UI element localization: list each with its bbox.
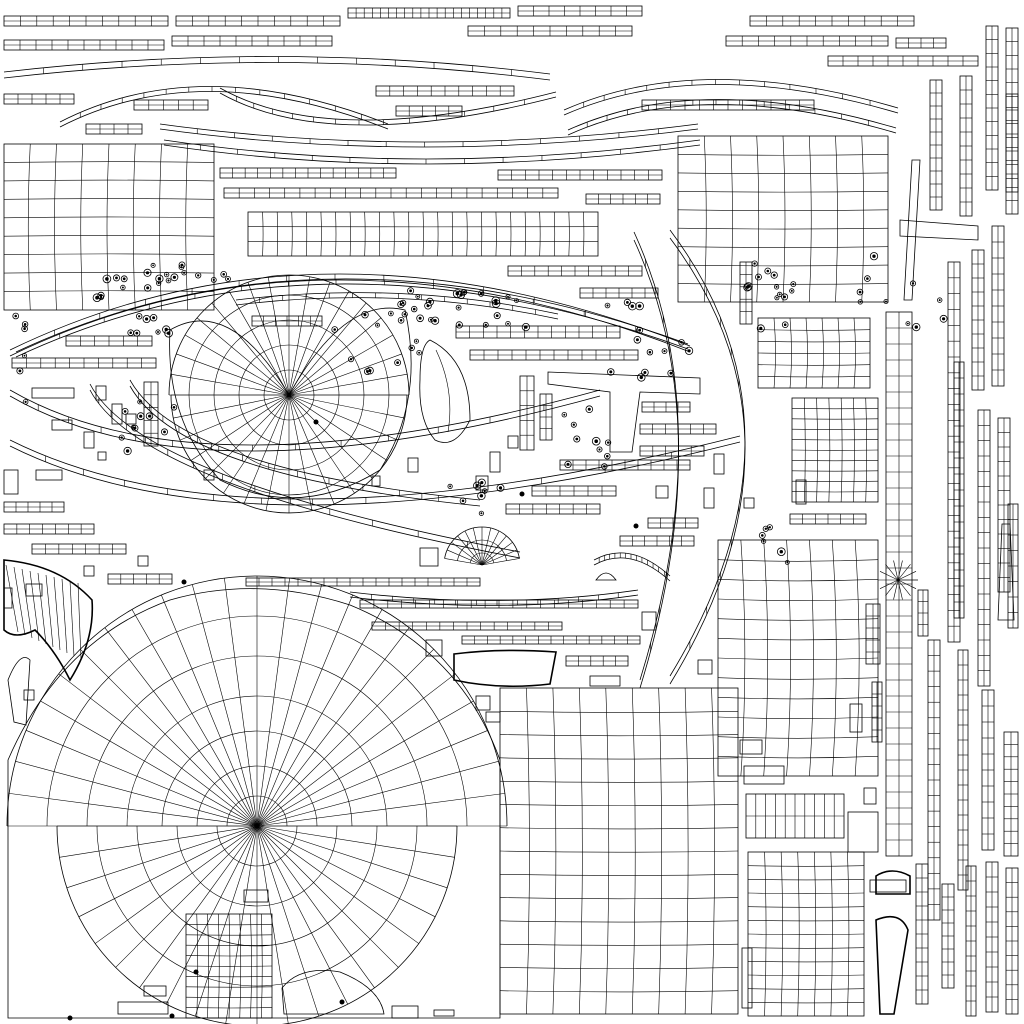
uv-island-panel-lobe-bottom-left	[185, 913, 273, 1019]
uv-strips-curved	[3, 56, 899, 689]
uv-island-small-fan	[444, 526, 918, 600]
uv-island-panel-bottom-center	[499, 687, 739, 1015]
uv-strips-horizontal	[3, 5, 979, 839]
uv-island-blobs	[3, 159, 1015, 1015]
uv-island-panel-top-right	[677, 135, 889, 303]
uv-island-panel-top-left	[3, 143, 215, 311]
uv-island-panel-right-middle	[717, 539, 879, 777]
uv-strips-vertical	[143, 25, 1019, 1017]
uv-island-double-fan	[168, 274, 412, 514]
uv-small-islands	[3, 385, 907, 1019]
uv-island-large-fan	[6, 575, 508, 1024]
uv-island-panel-bottom-right	[747, 851, 865, 1017]
